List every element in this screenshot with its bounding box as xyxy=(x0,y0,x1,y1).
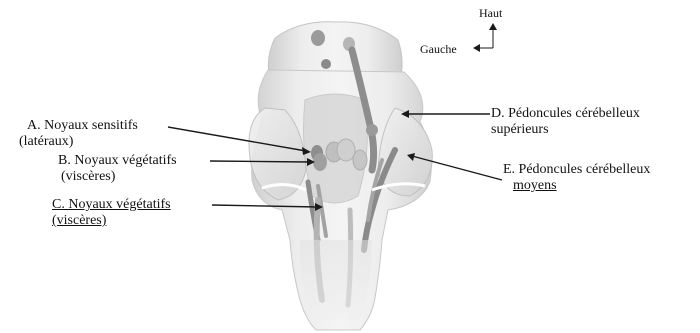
label-b: B. Noyaux végétatifs (viscères) xyxy=(58,153,177,185)
pointer-a-arrow-icon xyxy=(302,147,311,155)
orientation-left-label: Gauche xyxy=(420,41,457,57)
pointer-a xyxy=(168,127,306,151)
up-arrow-icon xyxy=(489,23,497,30)
pointer-e-arrow-icon xyxy=(407,153,415,161)
pointer-b-arrow-icon xyxy=(307,158,315,166)
label-d: D. Pédoncules cérébelleux supérieurs xyxy=(491,106,640,138)
pointer-c xyxy=(212,205,318,207)
label-d-line1: D. Pédoncules cérébelleux xyxy=(491,106,640,122)
label-b-line2: (viscères) xyxy=(61,169,177,185)
label-b-line1: B. Noyaux végétatifs xyxy=(58,153,177,169)
label-a-line2: (latéraux) xyxy=(19,134,138,150)
label-a-line1: A. Noyaux sensitifs xyxy=(27,118,138,134)
left-arrow-icon xyxy=(473,44,480,52)
label-e-line2: moyens xyxy=(513,178,650,194)
label-e-line1: E. Pédoncules cérébelleux xyxy=(503,162,650,178)
label-c-line1: C. Noyaux végétatifs xyxy=(52,197,171,213)
label-e: E. Pédoncules cérébelleux moyens xyxy=(503,162,650,194)
pointer-b xyxy=(210,161,310,162)
pointer-d-arrow-icon xyxy=(401,110,409,118)
label-d-line2: supérieurs xyxy=(491,122,640,138)
pointer-e xyxy=(412,156,502,180)
label-c: C. Noyaux végétatifs (viscères) xyxy=(52,197,171,229)
label-a: A. Noyaux sensitifs (latéraux) xyxy=(27,118,138,150)
orientation-up-label: Haut xyxy=(479,5,502,21)
pointer-c-arrow-icon xyxy=(315,203,323,211)
label-c-line2: (viscères) xyxy=(52,213,171,229)
